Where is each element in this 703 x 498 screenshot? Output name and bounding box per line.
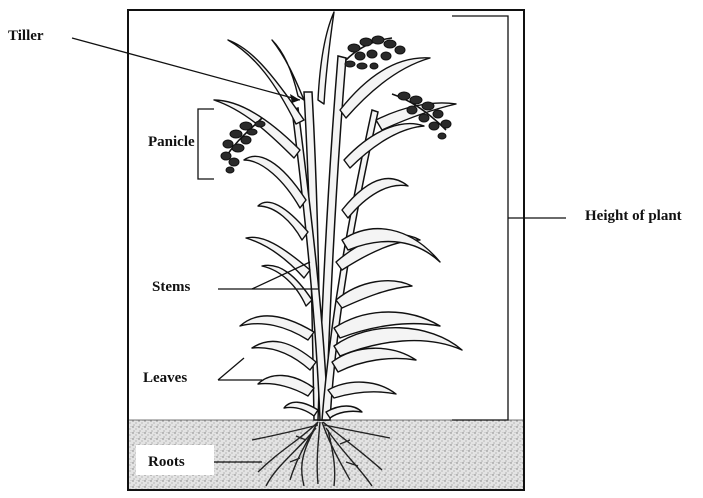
height-of-plant-label: Height of plant	[585, 207, 682, 225]
leaves-label: Leaves	[143, 369, 187, 387]
stems-label: Stems	[152, 278, 190, 296]
panicle-label: Panicle	[148, 133, 195, 151]
roots-label: Roots	[148, 453, 185, 471]
tiller-label: Tiller	[8, 27, 44, 45]
